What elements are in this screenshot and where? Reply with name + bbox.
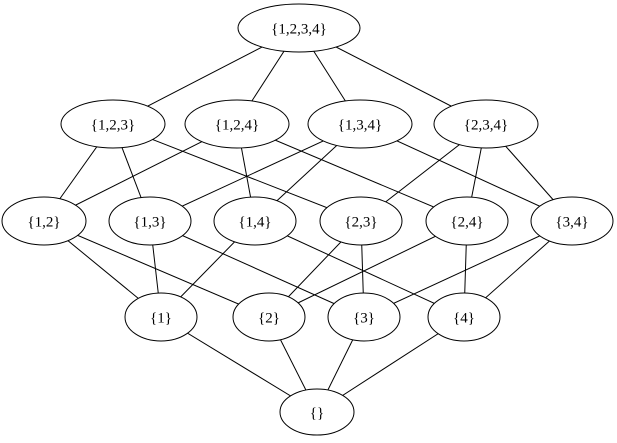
node-layer: {1,2,3,4} {1,2,3} {1,2,4} {1,3,4} {2,3,4} {1,… xyxy=(1,3,614,436)
node-124: {1,2,4} xyxy=(184,99,290,149)
node-label-3: {3} xyxy=(353,310,375,326)
node-ellipse-4 xyxy=(427,292,501,342)
node-ellipse-23 xyxy=(319,196,403,246)
node-34: {3,4} xyxy=(530,196,614,246)
node-123: {1,2,3} xyxy=(60,99,166,149)
node-24: {2,4} xyxy=(425,196,509,246)
node-ellipse-234 xyxy=(433,99,539,149)
node-134: {1,3,4} xyxy=(307,99,413,149)
node-label-1234: {1,2,3,4} xyxy=(271,21,327,37)
node-label-14: {1,4} xyxy=(238,214,271,230)
node-label-34: {3,4} xyxy=(555,214,588,230)
node-ellipse-1234 xyxy=(237,3,361,53)
node-label-124: {1,2,4} xyxy=(215,117,259,133)
node-label-empty: {} xyxy=(310,405,324,421)
node-label-4: {4} xyxy=(453,310,475,326)
node-empty: {} xyxy=(279,388,355,436)
node-12: {1,2} xyxy=(1,196,87,246)
node-ellipse-134 xyxy=(307,99,413,149)
node-label-134: {1,3,4} xyxy=(338,117,382,133)
node-ellipse-24 xyxy=(425,196,509,246)
node-ellipse-12 xyxy=(1,196,87,246)
node-ellipse-34 xyxy=(530,196,614,246)
node-label-123: {1,2,3} xyxy=(91,117,135,133)
node-23: {2,3} xyxy=(319,196,403,246)
node-ellipse-2 xyxy=(232,292,306,342)
node-1: {1} xyxy=(124,292,198,342)
node-ellipse-1 xyxy=(124,292,198,342)
edge-123-23 xyxy=(112,123,362,222)
edge-14-4 xyxy=(254,220,465,318)
node-ellipse-empty xyxy=(279,388,355,436)
node-label-234: {2,3,4} xyxy=(464,117,508,133)
node-label-23: {2,3} xyxy=(344,214,377,230)
node-ellipse-124 xyxy=(184,99,290,149)
node-13: {1,3} xyxy=(108,196,192,246)
node-ellipse-13 xyxy=(108,196,192,246)
edge-13-3 xyxy=(149,220,365,318)
node-ellipse-123 xyxy=(60,99,166,149)
node-label-24: {2,4} xyxy=(450,214,483,230)
node-label-1: {1} xyxy=(150,310,172,326)
node-2: {2} xyxy=(232,292,306,342)
node-label-13: {1,3} xyxy=(133,214,166,230)
node-label-12: {1,2} xyxy=(27,214,60,230)
edge-34-3 xyxy=(363,220,573,318)
node-234: {2,3,4} xyxy=(433,99,539,149)
node-14: {1,4} xyxy=(213,196,297,246)
node-ellipse-14 xyxy=(213,196,297,246)
edge-24-2 xyxy=(268,220,468,318)
node-4: {4} xyxy=(427,292,501,342)
edge-12-2 xyxy=(43,220,270,318)
node-3: {3} xyxy=(327,292,401,342)
node-ellipse-3 xyxy=(327,292,401,342)
node-1234: {1,2,3,4} xyxy=(237,3,361,53)
node-label-2: {2} xyxy=(258,310,280,326)
